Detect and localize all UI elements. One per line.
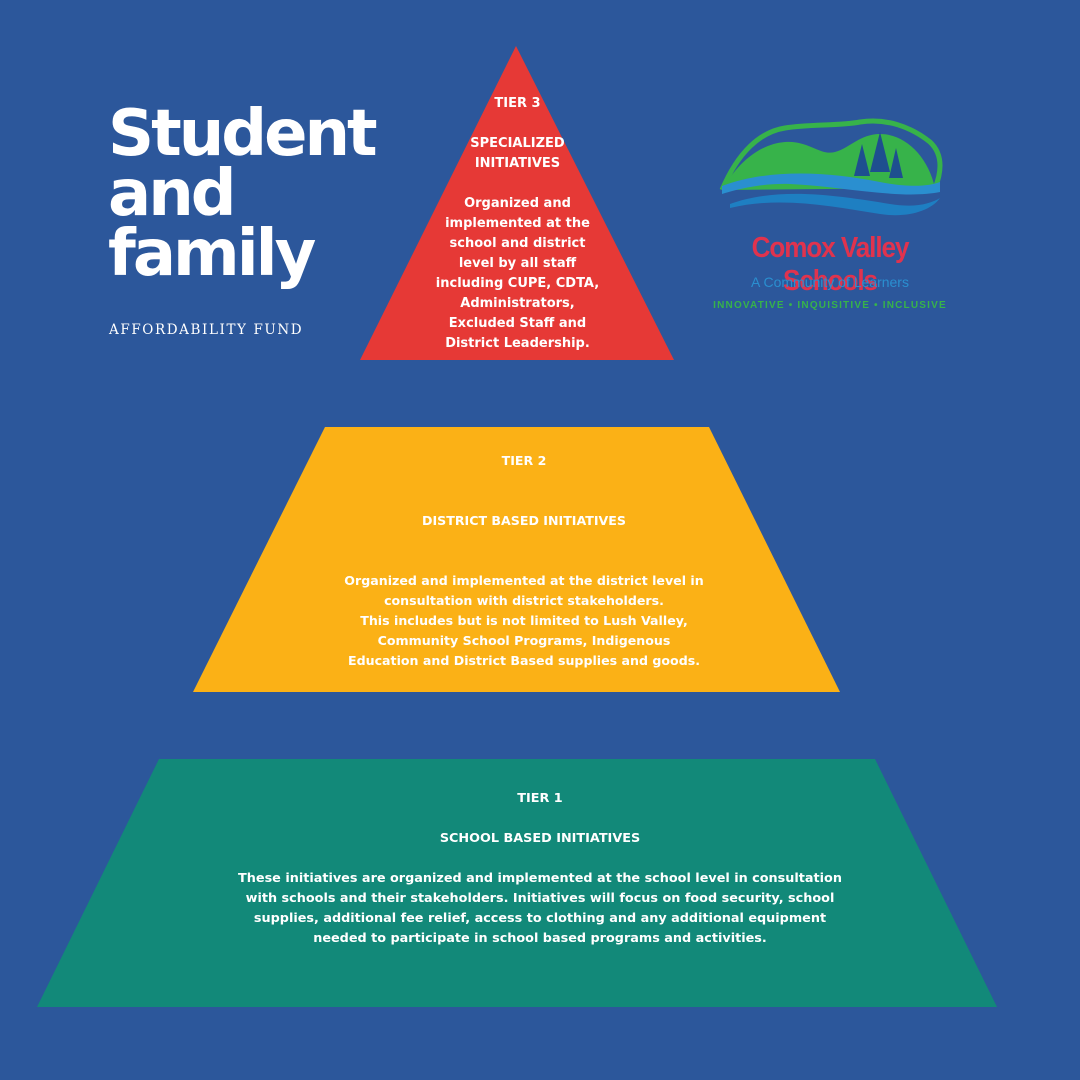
tier-1-body-line: These initiatives are organized and impl…: [238, 871, 842, 886]
tier-1-content: TIER 1 SCHOOL BASED INITIATIVES These in…: [180, 789, 900, 949]
tier-1-body-line: supplies, additional fee relief, access …: [253, 911, 827, 926]
tier-1-label: TIER 1: [517, 791, 563, 806]
tier-2-label: TIER 2: [501, 453, 547, 468]
tier-2-heading: DISTRICT BASED INITIATIVES: [422, 513, 626, 528]
tier-3-body-line: level by all staff: [458, 256, 577, 271]
tier-1-heading: SCHOOL BASED INITIATIVES: [439, 831, 641, 846]
title-line-2: and: [108, 157, 237, 231]
tier-2-body-line: Community School Programs, Indigenous: [377, 633, 671, 648]
title-line-3: family: [108, 217, 316, 291]
tier-3-triangle: [360, 46, 674, 360]
tier-1-trapezoid: [37, 759, 997, 1007]
tier-2-content: TIER 2 DISTRICT BASED INITIATIVES Organi…: [300, 451, 748, 671]
tier-3-body-line: Organized and: [464, 196, 571, 211]
tier-3-body-line: implemented at the: [445, 216, 590, 231]
tier-2-body-line: Education and District Based supplies an…: [348, 653, 700, 668]
tier-2-body-line: This includes but is not limited to Lush…: [360, 613, 688, 628]
page-title: Student and family: [108, 97, 378, 291]
tier-3-body-line: District Leadership.: [445, 336, 590, 351]
tier-3-body-line: including CUPE, CDTA,: [435, 276, 600, 291]
tier-3-heading-line-2: INITIATIVES: [474, 156, 561, 171]
tier-1-body-line: needed to participate in school based pr…: [313, 931, 767, 946]
logo-motto: INNOVATIVE • INQUISITIVE • INCLUSIVE: [713, 300, 947, 311]
tier-2-body-line: Organized and implemented at the distric…: [344, 573, 704, 588]
title-line-1: Student: [108, 97, 378, 171]
tier-2-trapezoid: [193, 427, 840, 692]
tier-3-body-line: Administrators,: [460, 296, 575, 311]
tier-3-body-line: school and district: [449, 236, 586, 251]
logo-name: Comox Valley Schools: [751, 232, 910, 297]
tier-3-body-line: Excluded Staff and: [448, 316, 587, 331]
tier-2-body-line: consultation with district stakeholders.: [384, 593, 664, 608]
tier-3-content: TIER 3 SPECIALIZED INITIATIVES Organized…: [420, 94, 615, 354]
logo-tagline: A Community of Learners: [751, 274, 909, 290]
page-subtitle: AFFORDABILITY FUND: [109, 322, 304, 338]
comox-valley-schools-logo-icon: [719, 118, 943, 216]
tier-3-heading-line-1: SPECIALIZED: [470, 136, 565, 151]
tier-1-body-line: with schools and their stakeholders. Ini…: [245, 891, 835, 906]
tier-3-label: TIER 3: [494, 96, 541, 111]
